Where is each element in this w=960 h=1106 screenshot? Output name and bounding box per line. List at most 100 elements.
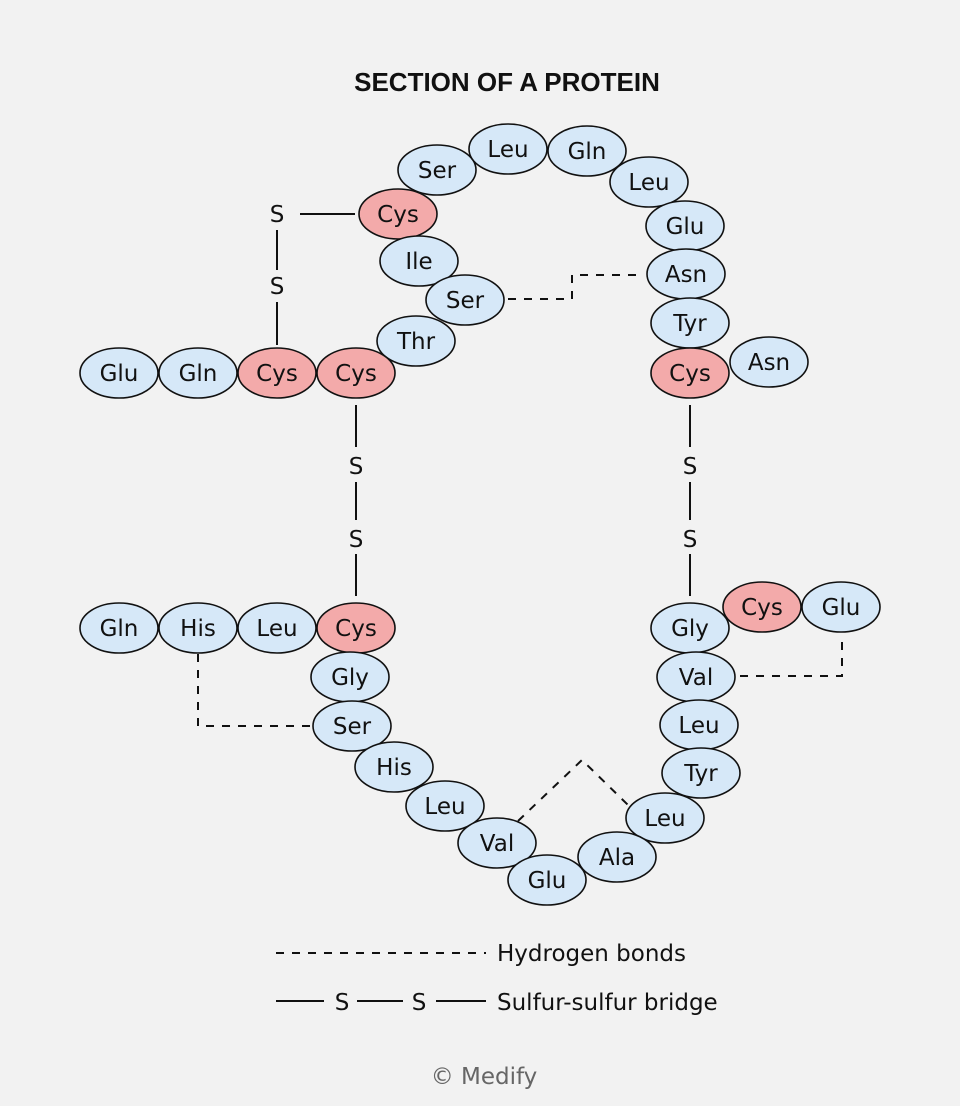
residue-gly: Gly	[310, 651, 390, 703]
residue-bubble	[358, 188, 438, 240]
residue-his: His	[354, 741, 434, 793]
residue-bubble	[661, 747, 741, 799]
residue-label: Gly	[671, 616, 709, 642]
residue-leu: Leu	[659, 699, 739, 751]
residue-label: Glu	[100, 361, 139, 387]
residue-bubble	[577, 831, 657, 883]
residue-asn: Asn	[646, 248, 726, 300]
residue-label: Leu	[628, 170, 669, 196]
residue-his: His	[158, 602, 238, 654]
residue-bubble	[609, 156, 689, 208]
residue-label: Leu	[487, 137, 528, 163]
hydrogen-bond-line	[197, 654, 310, 727]
legend-sulfur-symbol: S	[412, 990, 427, 1016]
bonds-layer: S S S S S S	[197, 202, 843, 822]
sulfur-label: S	[683, 527, 698, 553]
residue-bubble	[237, 347, 317, 399]
residue-label: Ala	[599, 845, 635, 871]
residue-label: Glu	[528, 868, 567, 894]
residue-label: Gln	[100, 616, 139, 642]
residue-gln: Gln	[547, 125, 627, 177]
residue-label: Glu	[822, 595, 861, 621]
sulfur-label: S	[270, 202, 285, 228]
residue-gly: Gly	[650, 602, 730, 654]
legend-sulfur-label: Sulfur-sulfur bridge	[497, 990, 718, 1016]
residue-label: Cys	[335, 616, 377, 642]
residue-cys: Cys	[237, 347, 317, 399]
residue-label: Tyr	[683, 761, 718, 787]
residue-gln: Gln	[79, 602, 159, 654]
residue-ser: Ser	[425, 274, 505, 326]
residue-bubble	[158, 347, 238, 399]
residue-bubble	[376, 315, 456, 367]
residue-bubble	[312, 700, 392, 752]
residue-bubble	[79, 347, 159, 399]
hydrogen-bond-line	[508, 274, 642, 300]
residue-label: Ser	[333, 714, 372, 740]
residue-label: His	[180, 616, 216, 642]
residue-glu: Glu	[801, 581, 881, 633]
sulfur-label: S	[683, 454, 698, 480]
residue-bubble	[237, 602, 317, 654]
residue-gln: Gln	[158, 347, 238, 399]
residue-bubble	[547, 125, 627, 177]
residue-label: Asn	[665, 262, 707, 288]
residue-label: His	[376, 755, 412, 781]
residue-label: Ile	[405, 249, 432, 275]
residue-cys: Cys	[358, 188, 438, 240]
residue-label: Tyr	[672, 311, 707, 337]
residue-label: Leu	[424, 794, 465, 820]
residue-leu: Leu	[468, 123, 548, 175]
residue-label: Leu	[644, 806, 685, 832]
residue-label: Gln	[179, 361, 218, 387]
residue-val: Val	[457, 817, 537, 869]
residue-leu: Leu	[405, 780, 485, 832]
residue-cys: Cys	[722, 581, 802, 633]
residue-ser: Ser	[312, 700, 392, 752]
residue-label: Thr	[396, 329, 436, 355]
residue-label: Asn	[748, 350, 790, 376]
copyright-credit: © Medify	[431, 1064, 538, 1090]
residue-label: Cys	[669, 361, 711, 387]
residue-label: Cys	[377, 202, 419, 228]
residue-label: Ser	[446, 288, 485, 314]
residue-label: Leu	[678, 713, 719, 739]
residue-tyr: Tyr	[661, 747, 741, 799]
residue-ile: Ile	[379, 235, 459, 287]
residue-label: Gln	[568, 139, 607, 165]
residue-label: Val	[679, 665, 713, 691]
residue-bubble	[729, 336, 809, 388]
legend-sulfur-symbol: S	[335, 990, 350, 1016]
residue-bubble	[405, 780, 485, 832]
residue-label: Cys	[256, 361, 298, 387]
residue-bubble	[158, 602, 238, 654]
residue-ala: Ala	[577, 831, 657, 883]
residue-cys: Cys	[316, 602, 396, 654]
residue-leu: Leu	[237, 602, 317, 654]
residue-glu: Glu	[79, 347, 159, 399]
residue-label: Cys	[335, 361, 377, 387]
residue-bubble	[379, 235, 459, 287]
residue-bubble	[397, 144, 477, 196]
residue-leu: Leu	[625, 792, 705, 844]
residue-bubble	[625, 792, 705, 844]
residue-bubble	[468, 123, 548, 175]
residue-bubble	[650, 347, 730, 399]
residue-ser: Ser	[397, 144, 477, 196]
residue-bubble	[79, 602, 159, 654]
residue-label: Cys	[741, 595, 783, 621]
residue-asn: Asn	[729, 336, 809, 388]
legend-hydrogen-label: Hydrogen bonds	[497, 941, 686, 967]
residue-thr: Thr	[376, 315, 456, 367]
residue-glu: Glu	[507, 854, 587, 906]
residue-bubble	[457, 817, 537, 869]
residue-label: Val	[480, 831, 514, 857]
residue-bubble	[507, 854, 587, 906]
residue-leu: Leu	[609, 156, 689, 208]
page-title: SECTION OF A PROTEIN	[354, 67, 660, 97]
legend: Hydrogen bonds S S Sulfur-sulfur bridge	[276, 941, 718, 1016]
residue-bubble	[722, 581, 802, 633]
residue-label: Glu	[666, 214, 705, 240]
